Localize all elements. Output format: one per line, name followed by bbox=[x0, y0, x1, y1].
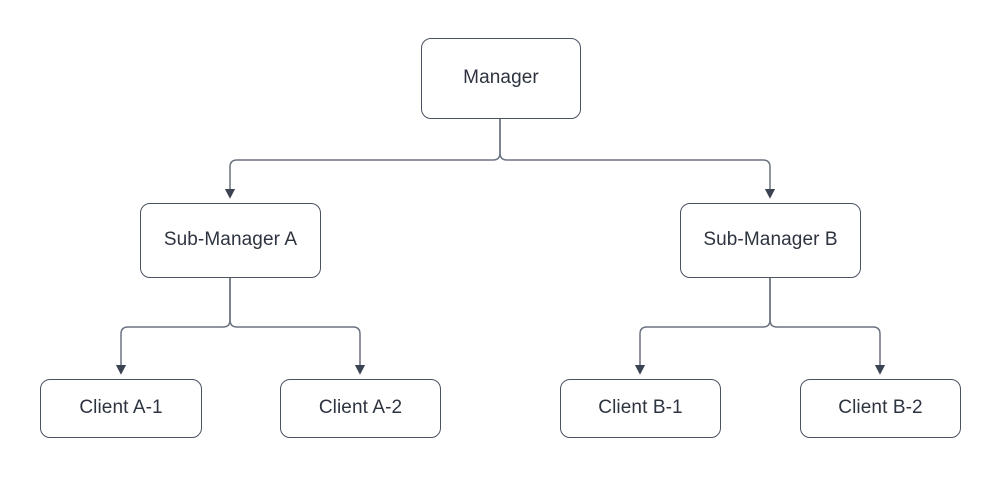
node-sub-manager-b[interactable]: Sub-Manager B bbox=[680, 203, 861, 278]
edge-sub-manager-b-to-client-b-2 bbox=[769, 278, 886, 375]
edge-manager-to-sub-manager-b bbox=[499, 119, 776, 199]
edge-sub-manager-b-to-client-b-1 bbox=[634, 278, 771, 375]
edge-sub-manager-a-to-client-a-2 bbox=[229, 278, 366, 375]
node-client-a-1[interactable]: Client A-1 bbox=[40, 379, 202, 438]
edge-sub-manager-a-to-client-a-1 bbox=[115, 278, 231, 375]
node-client-b-2[interactable]: Client B-2 bbox=[800, 379, 961, 438]
node-client-b-1-label: Client B-1 bbox=[598, 397, 683, 419]
node-sub-manager-a-label: Sub-Manager A bbox=[163, 229, 298, 251]
node-manager[interactable]: Manager bbox=[421, 38, 581, 119]
node-client-a-2-label: Client A-2 bbox=[318, 397, 403, 419]
node-client-a-1-label: Client A-1 bbox=[79, 397, 163, 419]
node-sub-manager-b-label: Sub-Manager B bbox=[703, 229, 838, 251]
node-client-b-2-label: Client B-2 bbox=[838, 397, 923, 419]
edge-manager-to-sub-manager-a bbox=[224, 119, 501, 199]
node-sub-manager-a[interactable]: Sub-Manager A bbox=[140, 203, 321, 278]
node-client-b-1[interactable]: Client B-1 bbox=[560, 379, 721, 438]
node-manager-label: Manager bbox=[463, 67, 539, 89]
node-client-a-2[interactable]: Client A-2 bbox=[280, 379, 441, 438]
